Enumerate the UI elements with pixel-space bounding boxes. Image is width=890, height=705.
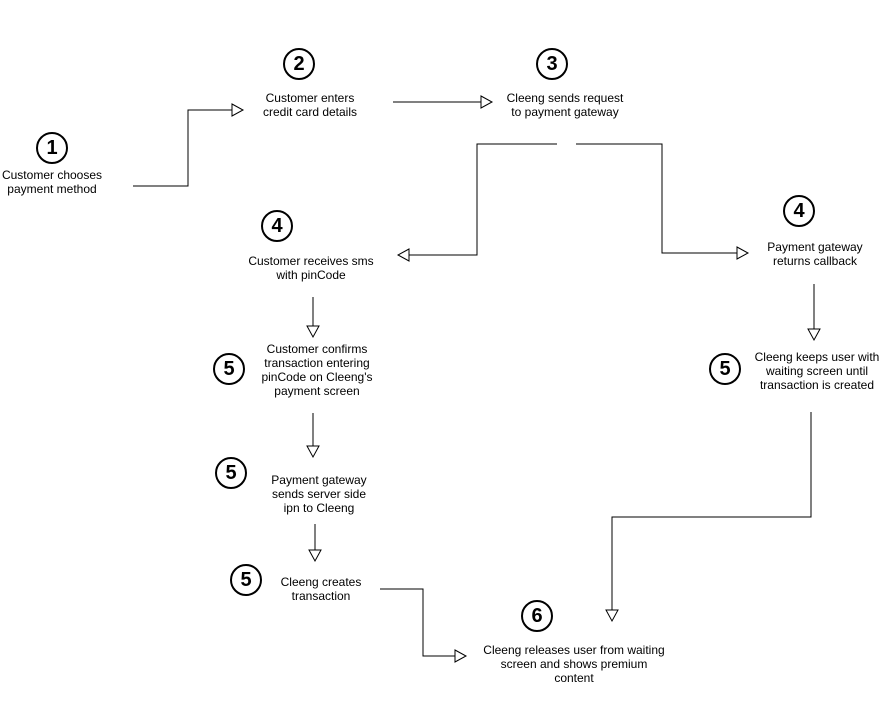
step-5-create-label: Cleeng creates transaction bbox=[280, 575, 362, 603]
connector-create-to-release bbox=[380, 588, 455, 657]
step-1-number-badge: 1 bbox=[36, 132, 68, 164]
arrowhead-confirm-to-ipn bbox=[306, 445, 320, 459]
step-4-callback-label: Payment gateway returns callback bbox=[767, 240, 863, 268]
arrowhead-callback-to-waiting bbox=[807, 328, 821, 342]
arrowhead-1-to-2 bbox=[231, 103, 245, 117]
step-6-label: Cleeng releases user from waiting screen… bbox=[483, 643, 665, 685]
step-5-confirm-number-badge: 5 bbox=[213, 353, 245, 385]
arrowhead-3-to-4-sms bbox=[396, 248, 410, 262]
arrowhead-2-to-3 bbox=[480, 95, 494, 109]
arrowhead-3-to-4-callback bbox=[736, 246, 750, 260]
arrowhead-sms-to-confirm bbox=[306, 325, 320, 339]
arrowhead-waiting-to-release bbox=[605, 609, 619, 623]
step-1-label: Customer chooses payment method bbox=[1, 168, 103, 196]
connector-3-to-4-callback bbox=[576, 143, 737, 254]
step-3-label: Cleeng sends request to payment gateway bbox=[506, 91, 624, 119]
connector-1-to-2 bbox=[133, 109, 232, 187]
step-2-number-badge: 2 bbox=[283, 48, 315, 80]
step-5-confirm-label: Customer confirms transaction entering p… bbox=[261, 342, 373, 398]
step-5-waiting-number-badge: 5 bbox=[709, 353, 741, 385]
step-5-waiting-label: Cleeng keeps user with waiting screen un… bbox=[754, 350, 880, 392]
step-4-sms-number-badge: 4 bbox=[261, 210, 293, 242]
arrowhead-create-to-release bbox=[454, 649, 468, 663]
step-5-create-number-badge: 5 bbox=[230, 564, 262, 596]
connector-waiting-to-release bbox=[611, 412, 812, 610]
step-5-ipn-number-badge: 5 bbox=[215, 457, 247, 489]
connector-3-to-4-sms bbox=[409, 143, 557, 256]
step-5-ipn-label: Payment gateway sends server side ipn to… bbox=[271, 473, 367, 515]
step-4-callback-number-badge: 4 bbox=[783, 195, 815, 227]
step-4-sms-label: Customer receives sms with pinCode bbox=[248, 254, 374, 282]
step-6-number-badge: 6 bbox=[521, 600, 553, 632]
arrowhead-ipn-to-create bbox=[308, 549, 322, 563]
step-2-label: Customer enters credit card details bbox=[262, 91, 358, 119]
step-3-number-badge: 3 bbox=[536, 48, 568, 80]
